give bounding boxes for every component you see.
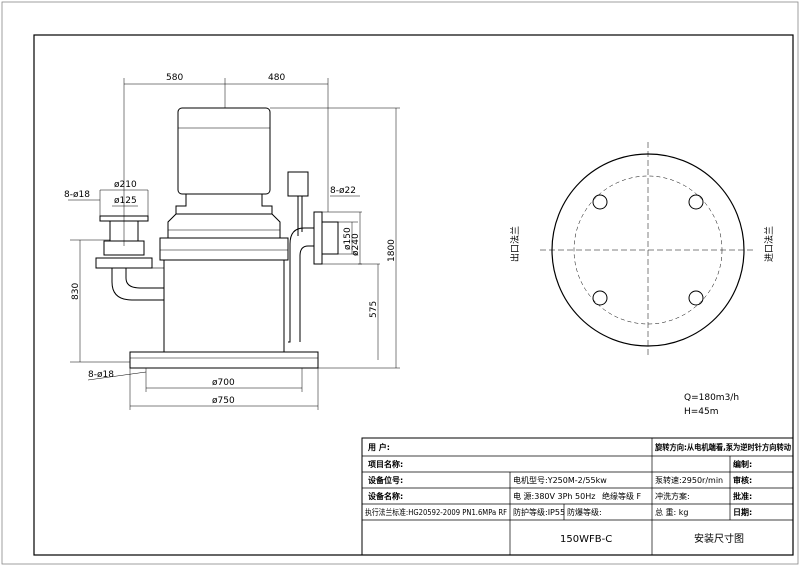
tb-flush: 冲洗方案:: [655, 491, 690, 501]
dim-580: 580: [166, 73, 183, 83]
pump-tank: [163, 259, 285, 353]
dim-holes-base: 8-ø18: [88, 370, 114, 380]
bolt-hole: [592, 290, 608, 306]
dim-phi750: ø750: [212, 396, 235, 406]
tb-approve: 批准:: [733, 491, 752, 501]
pump-head: H=45m: [684, 407, 719, 417]
gauge-box: [287, 171, 309, 197]
tb-insulation: 绝缘等级 F: [602, 491, 642, 501]
tb-review: 审核:: [733, 475, 752, 485]
tb-protection: 防护等级:IP55: [513, 507, 565, 517]
tb-explosion: 防爆等级:: [567, 507, 602, 517]
pump-upper: [167, 213, 281, 239]
dim-575: 575: [369, 301, 379, 318]
tb-project: 项目名称:: [368, 459, 403, 469]
inlet-flange-low: [95, 257, 153, 269]
dim-1800: 1800: [387, 239, 397, 262]
tb-user: 用 户:: [367, 442, 390, 452]
tb-drawing-title: 安装尺寸图: [694, 532, 744, 545]
tb-rotation: 旋转方向:从电机端看,泵为逆时针方向转动: [654, 442, 791, 452]
pump-body: [159, 237, 289, 261]
outlet-flange-label: 出口法兰: [509, 226, 521, 262]
tb-date: 日期:: [733, 507, 752, 517]
dim-830: 830: [71, 283, 81, 300]
outlet-flange: [313, 211, 323, 265]
bolt-hole: [688, 194, 704, 210]
tb-motor: 电机型号:Y250M-2/55kw: [513, 475, 607, 485]
tb-weight: 总 重: kg: [655, 507, 689, 517]
dim-phi240: ø240: [351, 233, 361, 256]
inlet-flange-label: 进口法兰: [763, 226, 775, 262]
dim-holes-left: 8-ø18: [64, 190, 90, 200]
inlet-elbow: [111, 268, 164, 301]
bolt-hole: [688, 290, 704, 306]
flow-rate: Q=180m3/h: [684, 393, 739, 403]
plan-view: [540, 142, 756, 358]
tb-model: 150WFB-C: [560, 534, 612, 545]
base-plate: [129, 351, 319, 369]
tb-draw: 编制:: [733, 459, 752, 469]
bolt-hole: [592, 194, 608, 210]
dim-phi150: ø150: [343, 227, 353, 250]
tb-power: 电 源:380V 3Ph 50Hz: [513, 491, 595, 501]
dim-phi700: ø700: [212, 378, 235, 388]
dim-480: 480: [268, 73, 285, 83]
tb-flange-std: 执行法兰标准:HG20592-2009 PN1.6MPa RF: [365, 507, 507, 517]
dim-holes-right: 8-ø22: [330, 186, 356, 196]
motor-body: [177, 107, 271, 195]
dimension-lines: [68, 78, 400, 410]
outlet-elbow: [288, 227, 314, 343]
dim-phi125: ø125: [114, 196, 137, 206]
tb-speed: 泵转速:2950r/min: [655, 475, 723, 485]
tb-position: 设备位号:: [368, 475, 403, 485]
tb-equipment: 设备名称:: [368, 491, 403, 501]
front-elevation: [95, 107, 339, 369]
motor-base: [175, 193, 273, 215]
title-block: [361, 437, 794, 556]
dim-phi210: ø210: [114, 180, 137, 190]
